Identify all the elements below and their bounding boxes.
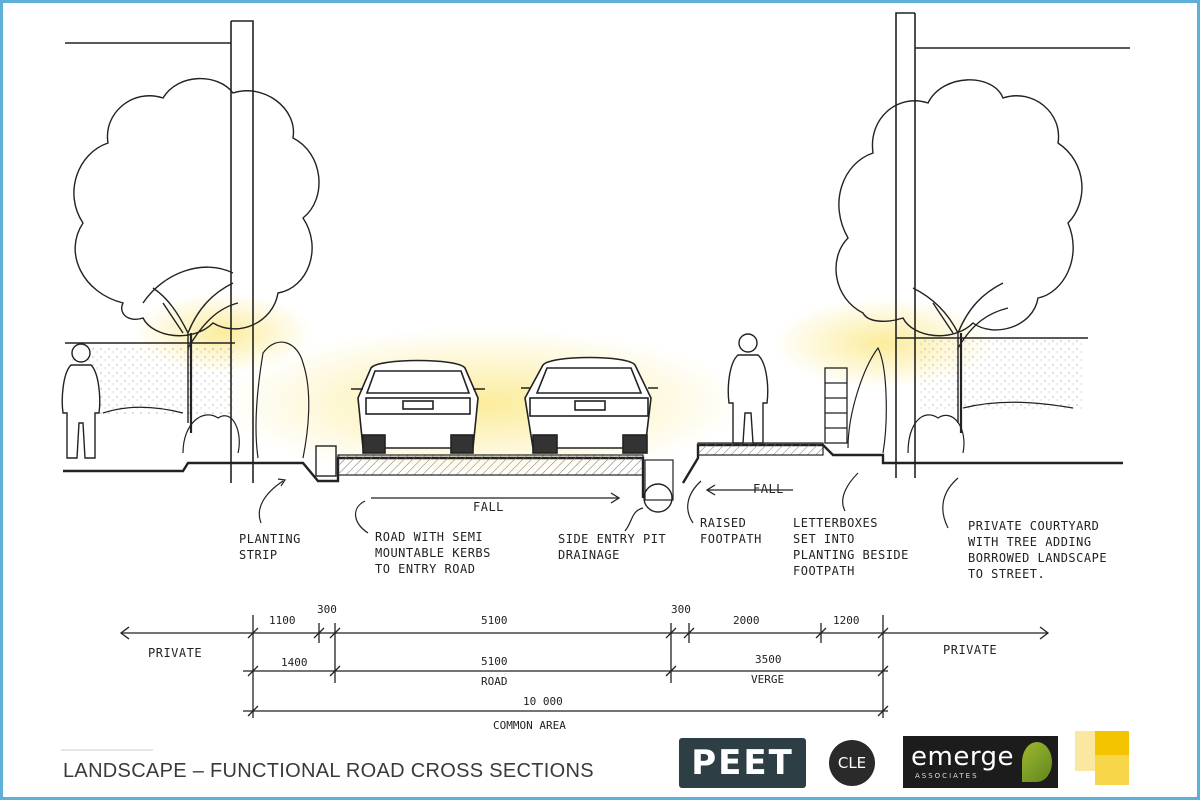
svg-text:PLANTING BESIDE: PLANTING BESIDE	[793, 548, 909, 562]
annotation-leaders	[258, 472, 959, 534]
drainage-pipe	[643, 483, 673, 513]
fall-label-right: FALL	[753, 482, 784, 496]
annotation-raised-footpath: RAISED FOOTPATH	[700, 516, 762, 546]
cle-logo: CLE	[829, 740, 875, 786]
svg-text:FOOTPATH: FOOTPATH	[700, 532, 762, 546]
letterbox-unit	[824, 367, 848, 444]
svg-text:TO STREET.: TO STREET.	[968, 567, 1045, 581]
car-left	[351, 359, 485, 454]
right-tree	[835, 79, 1083, 433]
svg-text:BORROWED LANDSCAPE: BORROWED LANDSCAPE	[968, 551, 1107, 565]
emerge-logo-text: emerge	[911, 742, 1015, 772]
emerge-logo-sub: ASSOCIATES	[915, 772, 979, 780]
emerge-logo: emerge ASSOCIATES	[903, 736, 1058, 788]
svg-text:5100: 5100	[481, 614, 508, 627]
svg-text:LETTERBOXES: LETTERBOXES	[793, 516, 878, 530]
svg-text:VERGE: VERGE	[751, 673, 784, 686]
dimension-lines	[119, 615, 1050, 718]
svg-text:ROAD: ROAD	[481, 675, 508, 688]
svg-text:ROAD WITH SEMI: ROAD WITH SEMI	[375, 530, 483, 544]
pedestrian-left	[61, 343, 101, 459]
dim-row-1: 1100 300 5100 300 2000 1200	[269, 603, 860, 627]
svg-text:300: 300	[671, 603, 691, 616]
annotation-letterboxes: LETTERBOXES SET INTO PLANTING BESIDE FOO…	[793, 516, 909, 578]
side-entry-pit	[644, 459, 674, 501]
fall-arrows	[371, 484, 793, 504]
planting-shrubs	[102, 341, 1074, 459]
svg-text:1200: 1200	[833, 614, 860, 627]
page-title: LANDSCAPE – FUNCTIONAL ROAD CROSS SECTIO…	[63, 760, 594, 782]
svg-text:PLANTING: PLANTING	[239, 532, 301, 546]
peet-logo: PEET	[679, 738, 806, 788]
svg-text:SET INTO: SET INTO	[793, 532, 855, 546]
car-right	[521, 356, 658, 454]
svg-text:COMMON AREA: COMMON AREA	[493, 719, 566, 732]
kerb	[315, 445, 337, 477]
svg-text:10 000: 10 000	[523, 695, 563, 708]
raised-footpath	[697, 442, 824, 456]
dim-row-3: 10 000 COMMON AREA	[493, 695, 566, 732]
right-building-wall	[895, 12, 1130, 478]
svg-text:300: 300	[317, 603, 337, 616]
svg-text:1400: 1400	[281, 656, 308, 669]
pedestrian-right	[727, 333, 769, 444]
fall-label-left: FALL	[473, 500, 504, 514]
dim-row-2: 1400 5100 3500 ROAD VERGE	[281, 653, 784, 688]
svg-text:WITH TREE ADDING: WITH TREE ADDING	[968, 535, 1092, 549]
annotation-planting-strip: PLANTING STRIP	[239, 532, 301, 562]
svg-text:PRIVATE COURTYARD: PRIVATE COURTYARD	[968, 519, 1099, 533]
squares-logo-icon	[1075, 731, 1129, 785]
dim-private-left: PRIVATE	[148, 646, 202, 660]
svg-text:5100: 5100	[481, 655, 508, 668]
svg-text:TO ENTRY ROAD: TO ENTRY ROAD	[375, 562, 475, 576]
svg-text:RAISED: RAISED	[700, 516, 746, 530]
svg-text:STRIP: STRIP	[239, 548, 278, 562]
svg-text:2000: 2000	[733, 614, 760, 627]
emerge-swoosh-icon	[1022, 742, 1052, 782]
annotation-side-entry: SIDE ENTRY PIT DRAINAGE	[558, 532, 666, 562]
annotation-road: ROAD WITH SEMI MOUNTABLE KERBS TO ENTRY …	[375, 530, 491, 576]
svg-text:1100: 1100	[269, 614, 296, 627]
svg-text:DRAINAGE: DRAINAGE	[558, 548, 620, 562]
svg-text:SIDE ENTRY PIT: SIDE ENTRY PIT	[558, 532, 666, 546]
road-pavement	[337, 454, 644, 476]
left-tree	[73, 77, 320, 433]
svg-text:FOOTPATH: FOOTPATH	[793, 564, 855, 578]
road-cross-section-sketch: FALL FALL PLANTING STRIP ROAD WITH SEMI …	[61, 12, 1130, 751]
svg-text:3500: 3500	[755, 653, 782, 666]
svg-text:MOUNTABLE KERBS: MOUNTABLE KERBS	[375, 546, 491, 560]
annotation-courtyard: PRIVATE COURTYARD WITH TREE ADDING BORRO…	[968, 519, 1107, 581]
dim-private-right: PRIVATE	[943, 643, 997, 657]
